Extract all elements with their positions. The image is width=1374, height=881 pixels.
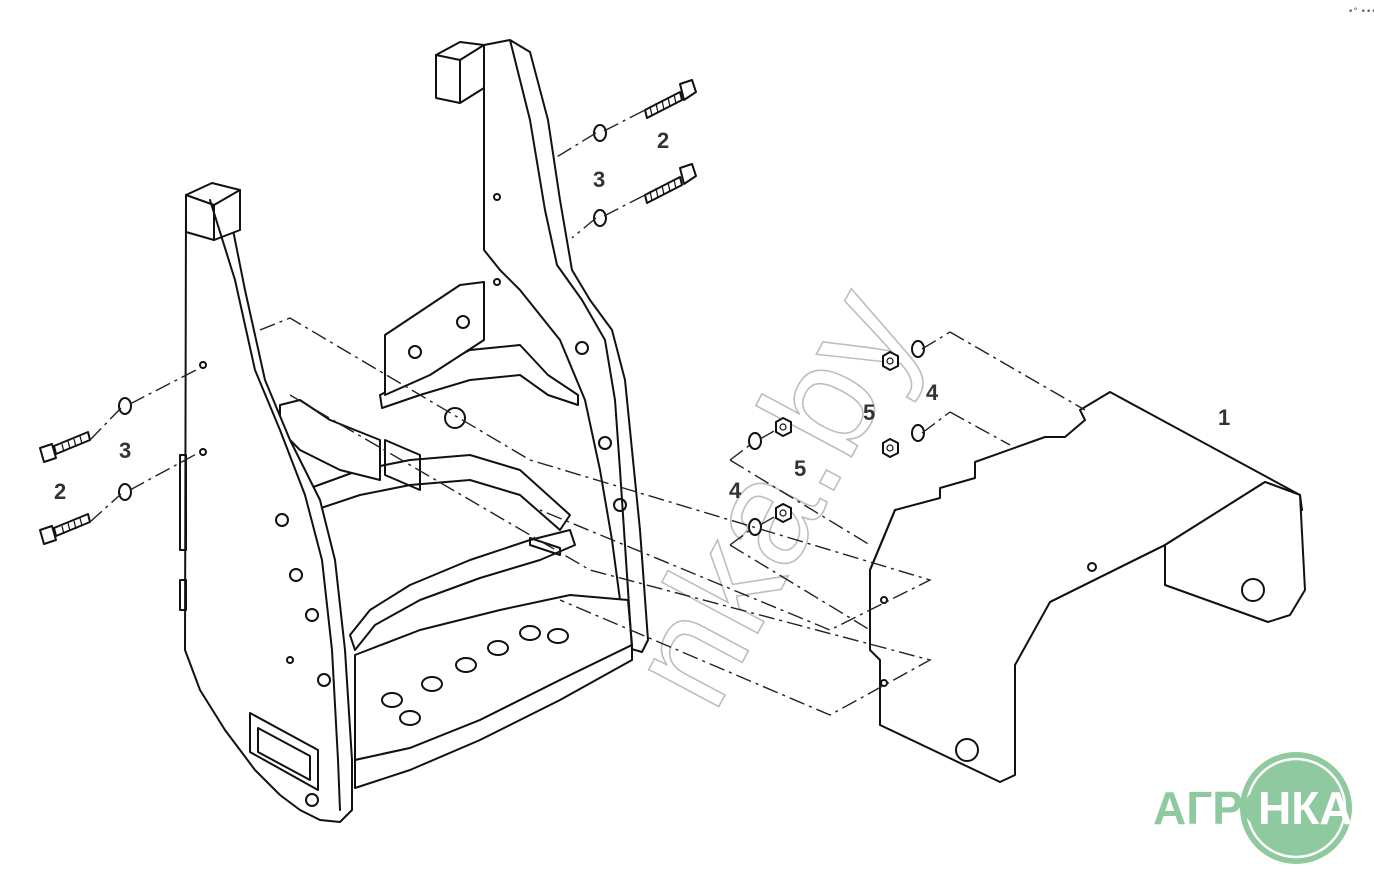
callout-2-left: 2 <box>54 479 66 504</box>
support-frame <box>179 39 649 823</box>
assembly-center-lines <box>89 109 1086 716</box>
bolt-upper-right <box>644 79 697 119</box>
callout-3-left: 3 <box>119 438 131 463</box>
washer-upper-left <box>118 397 132 415</box>
bolt-lower-left <box>39 513 91 545</box>
rear-plate-holes <box>493 193 627 512</box>
nuts-upper <box>882 340 925 458</box>
bolt-upper-left <box>39 431 91 463</box>
logo-circle <box>1240 752 1352 864</box>
rear-side-plate <box>483 39 649 653</box>
front-side-plate <box>184 199 353 823</box>
curved-step <box>349 529 576 651</box>
logo-text-left: АГРО <box>1153 782 1278 834</box>
callout-2-right: 2 <box>657 128 669 153</box>
washer-lower-right <box>593 209 607 227</box>
callout-5-upper: 5 <box>863 400 875 425</box>
logo-text-right: НКА <box>1258 782 1353 834</box>
callout-5-lower: 5 <box>794 456 806 481</box>
cover-bracket <box>869 391 1306 783</box>
callout-4-upper: 4 <box>926 380 939 405</box>
washer-upper-right <box>593 124 607 142</box>
cover-right-leg <box>1164 481 1306 623</box>
bolt-lower-right <box>644 163 697 204</box>
washer-lower-left <box>118 483 132 501</box>
callout-3-right: 3 <box>593 167 605 192</box>
base-holes <box>381 625 569 726</box>
callout-1: 1 <box>1218 405 1230 430</box>
callout-4-lower: 4 <box>729 478 742 503</box>
agronka-logo: АГРО НКА <box>1153 752 1353 864</box>
rear-gusset <box>384 281 485 396</box>
corner-mark: •° ••• <box>1348 7 1374 17</box>
front-plate-holes <box>199 361 331 807</box>
